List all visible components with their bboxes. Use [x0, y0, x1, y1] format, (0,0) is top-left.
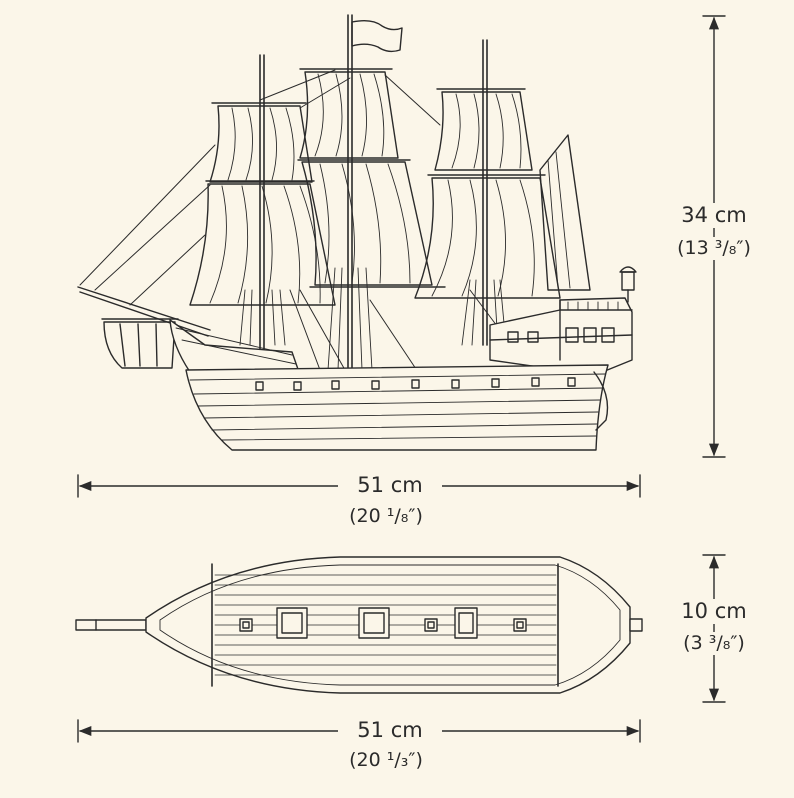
stern-lantern [619, 266, 637, 303]
forecastle [169, 319, 301, 376]
lateen-sail [539, 134, 591, 291]
shrouds [239, 267, 507, 371]
top-length-metric-label: 51 cm [338, 720, 442, 741]
ship-side-view [77, 14, 637, 451]
bowsprit [77, 286, 211, 337]
deck-hatches [239, 607, 527, 639]
side-height-imperial-label: (13 ³/₈″) [664, 237, 764, 260]
masts [259, 14, 488, 371]
flag [351, 19, 403, 53]
spritsail [101, 318, 179, 369]
top-stern-post [629, 618, 643, 632]
top-bowsprit [75, 619, 147, 631]
ship-top-view [75, 556, 643, 694]
stern-castle [489, 297, 633, 376]
hull [185, 364, 609, 451]
top-width-imperial-label: (3 ³/₈″) [668, 632, 760, 655]
mizzen-mast-sails [414, 88, 561, 299]
top-length-imperial-label: (20 ¹/₃″) [349, 749, 423, 771]
side-height-metric-label: 34 cm [668, 203, 760, 228]
main-mast-sails [297, 68, 446, 288]
side-length-metric-label: 51 cm [338, 475, 442, 496]
side-length-imperial-label: (20 ¹/₈″) [349, 505, 423, 527]
top-width-metric-label: 10 cm [668, 599, 760, 624]
fore-mast-sails [189, 102, 336, 306]
rigging [79, 69, 501, 376]
